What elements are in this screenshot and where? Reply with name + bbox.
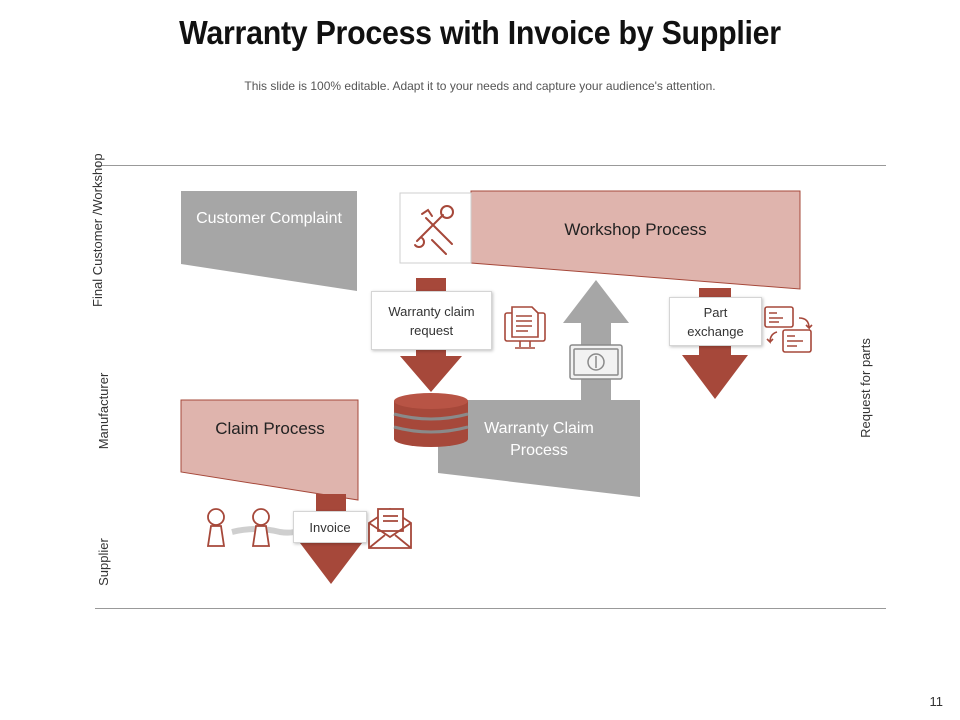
warranty-claim-process-shape <box>438 400 640 497</box>
top-divider <box>95 165 886 166</box>
page-subtitle: This slide is 100% editable. Adapt it to… <box>244 79 716 93</box>
part-exchange-label: Part exchange <box>687 304 744 339</box>
envelope-icon <box>368 507 412 549</box>
up-arrow-gray <box>563 280 629 400</box>
exchange-icon <box>764 306 813 353</box>
page-number: 11 <box>929 694 944 709</box>
part-exchange-callout: Part exchange <box>669 297 762 346</box>
money-icon <box>569 344 623 380</box>
customer-complaint-label: Customer Complaint <box>196 210 342 227</box>
wrench-icon <box>399 192 472 264</box>
page-title: Warranty Process with Invoice by Supplie… <box>179 14 781 51</box>
customer-complaint-shape <box>181 191 357 291</box>
warranty-claim-request-label: Warranty claim request <box>388 303 475 338</box>
computer-document-icon <box>504 306 546 349</box>
workshop-process-label: Workshop Process <box>564 220 707 239</box>
warranty-claim-request-callout: Warranty claim request <box>371 291 492 350</box>
invoice-callout: Invoice <box>293 511 367 543</box>
warranty-claim-process-label: Warranty Claim Process <box>484 420 594 459</box>
invoice-label: Invoice <box>309 519 351 535</box>
claim-process-shape <box>180 399 359 501</box>
bottom-divider <box>95 608 886 609</box>
people-icon <box>206 508 302 547</box>
database-icon <box>393 393 469 447</box>
claim-process-label: Claim Process <box>215 419 325 438</box>
